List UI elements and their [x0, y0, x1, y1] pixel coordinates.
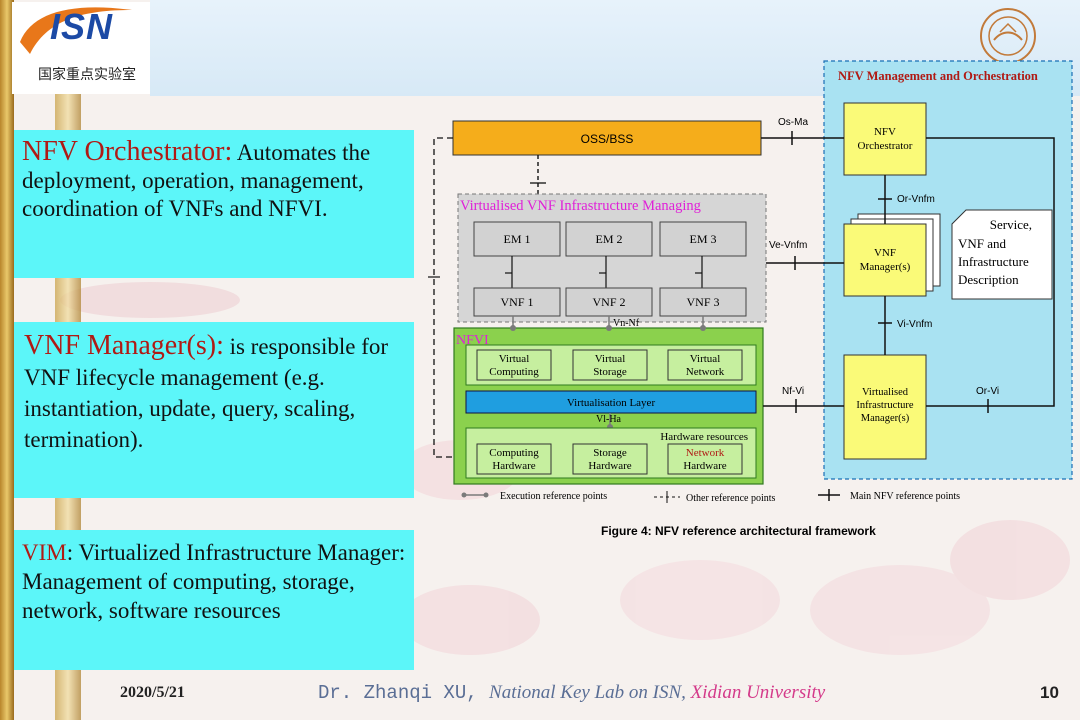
- virtual-network: Virtual Network: [667, 349, 743, 381]
- vi-ha-label: Vl-Ha: [596, 414, 622, 425]
- virtualisation-layer: [465, 390, 757, 414]
- svg-text:Storage: Storage: [593, 366, 627, 378]
- vim: Virtualised Infrastructure Manager(s): [843, 354, 927, 460]
- vnf-2-label: VNF 2: [592, 295, 625, 309]
- em-1: EM 1: [473, 221, 561, 257]
- hardware-resources-title: Hardware resources: [660, 431, 748, 443]
- vnf-manager-body: is responsible for VNF lifecycle managem…: [24, 334, 389, 452]
- svg-text:Computing: Computing: [489, 447, 539, 459]
- legend: Execution reference points Other referen…: [461, 489, 960, 504]
- vim-description: VIM: Virtualized Infrastructure Manager:…: [14, 530, 414, 670]
- orchestrator-description: NFV Orchestrator: Automates the deployme…: [14, 130, 414, 278]
- isn-logo: ISN 国家重点实验室: [12, 2, 150, 94]
- svg-text:Hardware: Hardware: [683, 460, 726, 472]
- svg-text:Network: Network: [686, 366, 725, 378]
- os-ma-label: Os-Ma: [778, 117, 808, 128]
- vnf-1: VNF 1: [473, 287, 561, 317]
- legend-execution: Execution reference points: [500, 491, 607, 502]
- virtual-storage: Virtual Storage: [572, 349, 648, 381]
- virtualisation-layer-label: Virtualisation Layer: [567, 397, 656, 409]
- ve-vnfm-label: Ve-Vnfm: [769, 240, 807, 251]
- nf-vi-label: Nf-Vi: [782, 386, 804, 397]
- svg-text:Infrastructure: Infrastructure: [856, 400, 913, 411]
- footer-lab: National Key Lab on ISN,: [489, 682, 691, 703]
- svg-text:Description: Description: [958, 272, 1019, 287]
- vnf-1-label: VNF 1: [500, 295, 533, 309]
- nfv-architecture-diagram: NFV Management and Orchestration OSS/BSS…: [428, 60, 1073, 538]
- virtual-computing: Virtual Computing: [476, 349, 552, 381]
- vim-body: : Virtualized Infrastructure Manager: Ma…: [22, 540, 406, 623]
- svg-text:Virtualised: Virtualised: [862, 387, 909, 398]
- vim-heading: VIM: [22, 540, 67, 565]
- em-3: EM 3: [659, 221, 747, 257]
- vnf-manager: VNF Manager(s): [843, 213, 941, 297]
- em-vnf-links: [505, 256, 703, 288]
- network-hardware: Network Hardware: [667, 443, 743, 475]
- em-2-label: EM 2: [596, 232, 623, 246]
- vnf-2: VNF 2: [565, 287, 653, 317]
- svg-text:Manager(s): Manager(s): [861, 413, 910, 424]
- vi-vnfm-label: Vi-Vnfm: [897, 319, 932, 330]
- legend-main: Main NFV reference points: [850, 491, 960, 502]
- computing-hardware: Computing Hardware: [476, 443, 552, 475]
- figure-caption: Figure 4: NFV reference architectural fr…: [601, 524, 876, 538]
- oss-bss-label: OSS/BSS: [581, 132, 634, 146]
- svg-text:VNF and: VNF and: [958, 236, 1007, 251]
- footer-author: Dr. Zhanqi XU, National Key Lab on ISN, …: [318, 682, 825, 704]
- svg-text:Storage: Storage: [593, 447, 627, 459]
- svg-text:Service,: Service,: [990, 217, 1032, 232]
- em-2: EM 2: [565, 221, 653, 257]
- oss-bss-box: [452, 120, 762, 156]
- legend-other: Other reference points: [686, 493, 776, 504]
- svg-text:Hardware: Hardware: [492, 460, 535, 472]
- isn-logo-swoosh-icon: [20, 7, 132, 54]
- em-1-label: EM 1: [504, 232, 531, 246]
- vnf-manager-heading: VNF Manager(s):: [24, 330, 224, 361]
- svg-text:Manager(s): Manager(s): [860, 261, 911, 273]
- page-number: 10: [1040, 683, 1059, 702]
- svg-text:Hardware: Hardware: [588, 460, 631, 472]
- orchestrator-body: Automates the deployment, operation, man…: [22, 140, 371, 221]
- svg-text:Infrastructure: Infrastructure: [958, 254, 1029, 269]
- logo-subtitle: 国家重点实验室: [38, 67, 136, 83]
- vnf-area-title: Virtualised VNF Infrastructure Managing: [460, 198, 701, 214]
- svg-text:Virtual: Virtual: [690, 353, 721, 365]
- svg-text:VNF: VNF: [874, 247, 896, 259]
- footer-university: Xidian University: [690, 682, 826, 703]
- vnf-3-label: VNF 3: [686, 295, 719, 309]
- vn-nf-label: Vn-Nf: [613, 318, 640, 329]
- left-stripe: [0, 0, 14, 720]
- mano-title: NFV Management and Orchestration: [838, 69, 1038, 83]
- vnf-manager-description: VNF Manager(s): is responsible for VNF l…: [14, 322, 414, 498]
- svg-text:Network: Network: [686, 447, 725, 459]
- svg-text:Virtual: Virtual: [595, 353, 626, 365]
- service-description-doc: Service, VNF and Infrastructure Descript…: [951, 209, 1053, 300]
- vn-nf-points: [510, 316, 706, 331]
- svg-text:Virtual: Virtual: [499, 353, 530, 365]
- storage-hardware: Storage Hardware: [572, 443, 648, 475]
- em-3-label: EM 3: [690, 232, 717, 246]
- or-vi-label: Or-Vi: [976, 386, 999, 397]
- svg-text:Computing: Computing: [489, 366, 539, 378]
- footer-date: 2020/5/21: [120, 684, 185, 701]
- vnf-3: VNF 3: [659, 287, 747, 317]
- svg-text:NFV: NFV: [874, 126, 896, 138]
- logo-brand: ISN: [50, 6, 114, 47]
- os-nfvi-link: [433, 137, 468, 458]
- orchestrator-heading: NFV Orchestrator:: [22, 136, 233, 167]
- nfvi-title: NFVI: [456, 333, 489, 348]
- blossom-decoration: [60, 282, 1070, 655]
- svg-text:Orchestrator: Orchestrator: [858, 140, 913, 152]
- nfv-orchestrator: NFV Orchestrator: [843, 102, 927, 176]
- main-reference-links: [761, 131, 1055, 413]
- or-vnfm-label: Or-Vnfm: [897, 194, 935, 205]
- footer-author-name: Dr. Zhanqi XU,: [318, 682, 490, 704]
